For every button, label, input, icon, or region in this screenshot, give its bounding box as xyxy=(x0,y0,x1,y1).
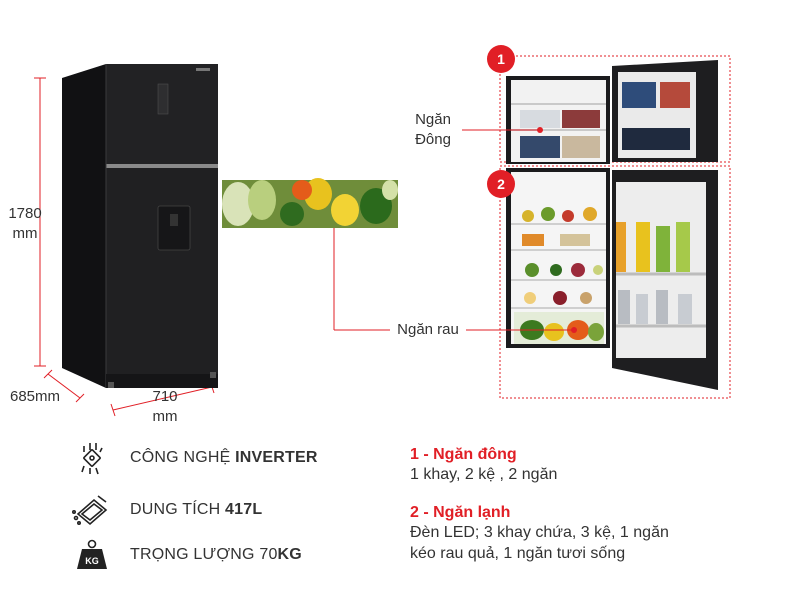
freezer-callout-label: Ngăn Đông xyxy=(415,111,451,148)
height-value: 1780 mm xyxy=(8,205,42,242)
depth-value: 685mm xyxy=(9,388,61,405)
fridge-section-desc-1: Đèn LED; 3 khay chứa, 3 kệ, 1 ngăn xyxy=(410,524,669,541)
fridge-zone-frame xyxy=(499,165,731,399)
height-dimension-line xyxy=(34,77,46,367)
open-freezer xyxy=(506,60,718,164)
fridge-section-desc-2: kéo rau quả, 1 ngăn tươi sống xyxy=(410,545,626,562)
fridge-body xyxy=(62,64,218,388)
inverter-chip-icon xyxy=(72,438,112,478)
feature-capacity: DUNG TÍCH 417L xyxy=(72,490,262,530)
capacity-icon xyxy=(72,490,112,530)
depth-dimension-line xyxy=(43,369,85,403)
fridge-badge: 2 xyxy=(487,170,515,198)
freezer-badge: 1 xyxy=(487,45,515,73)
feature-inverter: CÔNG NGHỆ INVERTER xyxy=(72,438,318,478)
svg-text:KG: KG xyxy=(85,556,99,566)
freezer-section: 1 - Ngăn đông 1 khay, 2 kệ , 2 ngăn xyxy=(410,446,790,485)
crisper-connector xyxy=(333,228,390,331)
vegetable-photo xyxy=(222,178,398,228)
open-fridge xyxy=(506,168,718,390)
width-value: 710 mm xyxy=(152,388,178,425)
crisper-callout-label: Ngăn rau xyxy=(397,321,459,338)
feature-weight: KG TRỌNG LƯỢNG 70KG xyxy=(72,535,302,575)
fridge-section: 2 - Ngăn lạnh Đèn LED; 3 khay chứa, 3 kệ… xyxy=(410,504,800,564)
weight-kg-icon: KG xyxy=(72,535,112,575)
freezer-section-title: 1 - Ngăn đông xyxy=(410,446,517,463)
fridge-section-title: 2 - Ngăn lạnh xyxy=(410,504,511,521)
freezer-section-desc: 1 khay, 2 kệ , 2 ngăn xyxy=(410,466,558,483)
